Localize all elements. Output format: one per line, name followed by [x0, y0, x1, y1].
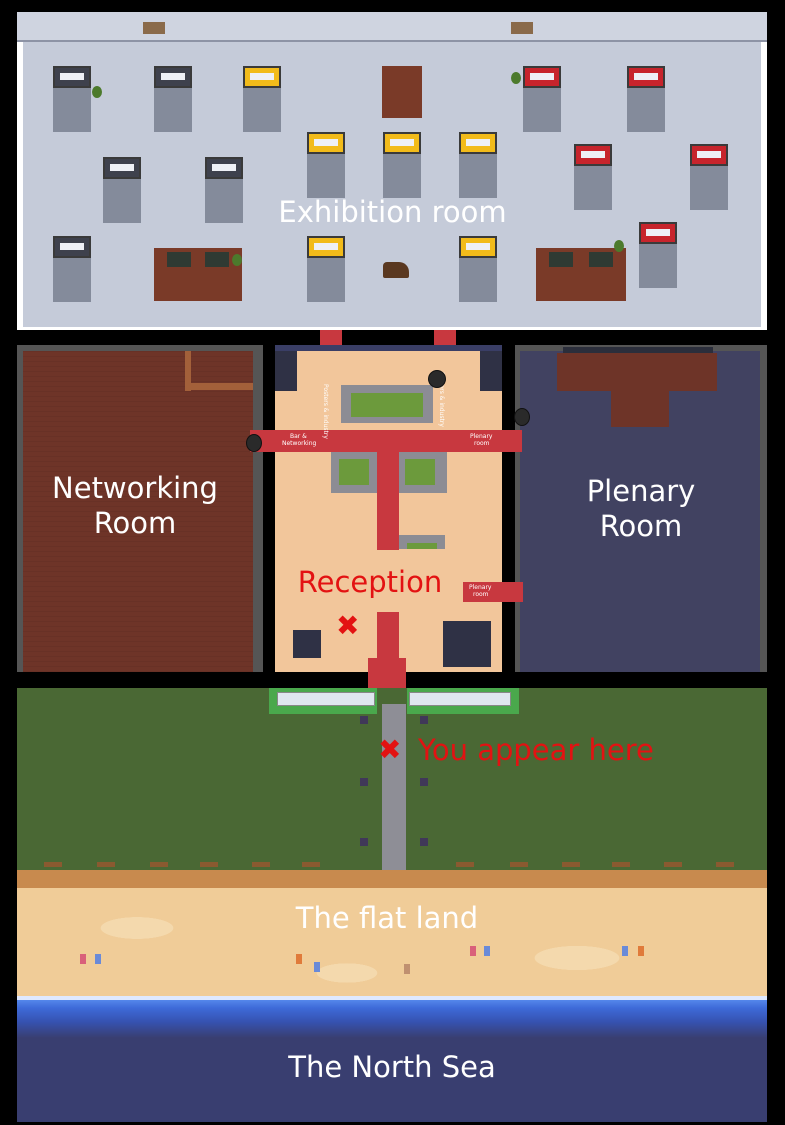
- path-to-plenary-side[interactable]: [463, 582, 523, 602]
- beach-towel: [95, 954, 101, 964]
- path-main[interactable]: [377, 430, 399, 550]
- walkway[interactable]: [382, 704, 406, 870]
- bench[interactable]: [252, 862, 270, 867]
- beach-towel: [80, 954, 86, 964]
- spawn-marker-icon: ✖: [378, 733, 402, 766]
- industry-kiosk[interactable]: [459, 132, 497, 154]
- lamp-post: [420, 838, 428, 846]
- bench[interactable]: [664, 862, 682, 867]
- bench[interactable]: [510, 862, 528, 867]
- plant: [92, 86, 102, 98]
- bench[interactable]: [612, 862, 630, 867]
- beach-towel: [470, 946, 476, 956]
- beach-towel: [622, 946, 628, 956]
- bench[interactable]: [150, 862, 168, 867]
- industry-kiosk[interactable]: [307, 132, 345, 154]
- stage: [557, 353, 717, 391]
- industry-kiosk[interactable]: [383, 132, 421, 154]
- plant: [614, 240, 624, 252]
- poster-kiosk-red[interactable]: [639, 222, 677, 244]
- north-sea[interactable]: [17, 998, 767, 1122]
- exhibition-room-label: Exhibition room: [278, 195, 507, 229]
- carpet: [382, 66, 422, 118]
- bench[interactable]: [200, 862, 218, 867]
- lamp-post: [360, 716, 368, 724]
- poster-kiosk[interactable]: [53, 236, 91, 258]
- bench[interactable]: [716, 862, 734, 867]
- industry-kiosk[interactable]: [459, 236, 497, 258]
- plenary-room-label: Plenary Room: [586, 474, 696, 544]
- industry-kiosk[interactable]: [307, 236, 345, 258]
- flat-land-label: The flat land: [295, 901, 479, 935]
- poster-kiosk[interactable]: [154, 66, 192, 88]
- bench[interactable]: [97, 862, 115, 867]
- flat-land-beach[interactable]: [17, 888, 767, 998]
- avatar[interactable]: [246, 434, 262, 452]
- plant: [232, 254, 242, 266]
- networking-room-label: Networking Room: [52, 471, 218, 541]
- poster-kiosk[interactable]: [53, 66, 91, 88]
- poster-kiosk-red[interactable]: [574, 144, 612, 166]
- plenary-room-sign-side: Plenary room: [469, 584, 492, 598]
- reception-marker-icon: ✖: [336, 609, 360, 642]
- wall-ornament: [143, 22, 165, 34]
- industry-kiosk[interactable]: [243, 66, 281, 88]
- networking-room[interactable]: [17, 345, 263, 672]
- poster-kiosk[interactable]: [103, 157, 141, 179]
- lamp-post: [420, 716, 428, 724]
- reception-label: Reception: [297, 565, 443, 599]
- path-to-entrance[interactable]: [377, 612, 399, 662]
- bar-counter: [185, 383, 253, 390]
- wall-ornament: [511, 22, 533, 34]
- beach-towel: [314, 962, 320, 972]
- lamp-post: [420, 778, 428, 786]
- garden-area[interactable]: [17, 688, 767, 870]
- poster-kiosk[interactable]: [205, 157, 243, 179]
- posters-industry-sign: Posters & industry: [322, 384, 329, 439]
- boardwalk: [17, 870, 767, 890]
- lamp-post: [360, 778, 368, 786]
- piano[interactable]: [383, 262, 409, 278]
- bench[interactable]: [302, 862, 320, 867]
- bench[interactable]: [44, 862, 62, 867]
- shoreline-foam: [17, 996, 767, 1000]
- poster-kiosk-red[interactable]: [627, 66, 665, 88]
- poster-kiosk-red[interactable]: [523, 66, 561, 88]
- lamp-post: [360, 838, 368, 846]
- plenary-room[interactable]: [515, 345, 767, 672]
- avatar[interactable]: [514, 408, 530, 426]
- poster-kiosk-red[interactable]: [690, 144, 728, 166]
- north-sea-label: The North Sea: [288, 1050, 496, 1084]
- spawn-label: You appear here: [418, 733, 654, 767]
- beach-towel: [404, 964, 410, 974]
- stage: [611, 389, 669, 427]
- avatar[interactable]: [428, 370, 446, 388]
- desk: [443, 621, 491, 667]
- bench[interactable]: [456, 862, 474, 867]
- bar-counter: [185, 351, 191, 391]
- desk: [293, 630, 321, 658]
- beach-towel: [296, 954, 302, 964]
- beach-towel: [484, 946, 490, 956]
- plant: [511, 72, 521, 84]
- beach-towel: [638, 946, 644, 956]
- bar-networking-sign: Bar & Networking: [282, 433, 317, 447]
- bench[interactable]: [562, 862, 580, 867]
- exhibition-room[interactable]: Exhibition room: [17, 12, 767, 330]
- plenary-room-sign: Plenary room: [470, 433, 493, 447]
